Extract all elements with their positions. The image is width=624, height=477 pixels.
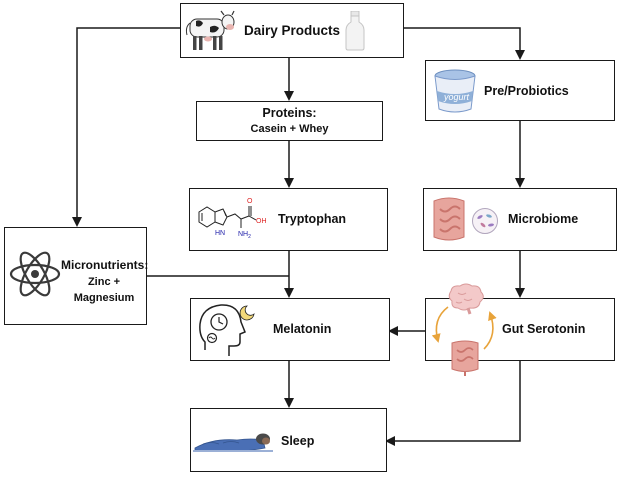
chem-oh: OH (256, 218, 267, 225)
bacteria-icon (472, 208, 498, 234)
intestine-icon (433, 197, 465, 241)
yogurt-text: yogurt (443, 92, 470, 102)
tryptophan-box: O OH NH2 HN Tryptophan (189, 188, 388, 251)
brain-icon (448, 283, 484, 315)
dairy-products-label: Dairy Products (244, 23, 341, 38)
proteins-box: Proteins: Casein + Whey (196, 101, 383, 141)
prebiotics-box: yogurt Pre/Probiotics (425, 60, 615, 121)
tryptophan-molecule-icon: O OH NH2 HN (198, 198, 267, 240)
head-clock-icon (199, 304, 255, 356)
micronutrients-zinc: Zinc + (87, 276, 121, 288)
melatonin-box: Melatonin (190, 298, 390, 361)
chem-nh2: NH2 (238, 231, 251, 240)
proteins-title: Proteins: (262, 106, 317, 120)
tryptophan-label: Tryptophan (278, 212, 347, 226)
intestine-icon (451, 340, 479, 376)
micronutrients-title: Micronutrients: (61, 258, 149, 272)
microbiome-box: Microbiome (423, 188, 617, 251)
arrow-dairy-to-prebiotics (404, 27, 525, 60)
milk-bottle-icon (345, 11, 365, 51)
cow-icon (185, 10, 235, 50)
yogurt-cup-icon: yogurt (434, 69, 476, 113)
dairy-products-box: Dairy Products (180, 3, 404, 58)
gut-serotonin-label: Gut Serotonin (502, 322, 586, 336)
cycle-arrows-icon (431, 306, 497, 350)
sleep-label: Sleep (281, 434, 315, 448)
chem-o: O (247, 198, 253, 205)
micronutrients-box: Micronutrients: Zinc + Magnesium (4, 227, 149, 325)
sleep-box: Sleep (190, 408, 387, 472)
chem-hn-ring: HN (215, 230, 225, 237)
arrow-gut-serotonin-to-sleep (385, 361, 521, 446)
gut-serotonin-box: Gut Serotonin (425, 283, 615, 376)
microbiome-label: Microbiome (508, 212, 579, 226)
atom-icon (9, 251, 61, 297)
prebiotics-label: Pre/Probiotics (484, 84, 569, 98)
sleeping-person-icon (193, 433, 273, 452)
micronutrients-magnesium: Magnesium (73, 292, 135, 304)
proteins-subtitle: Casein + Whey (250, 123, 329, 135)
arrow-dairy-to-micronutrients (72, 27, 180, 227)
melatonin-label: Melatonin (273, 322, 332, 336)
